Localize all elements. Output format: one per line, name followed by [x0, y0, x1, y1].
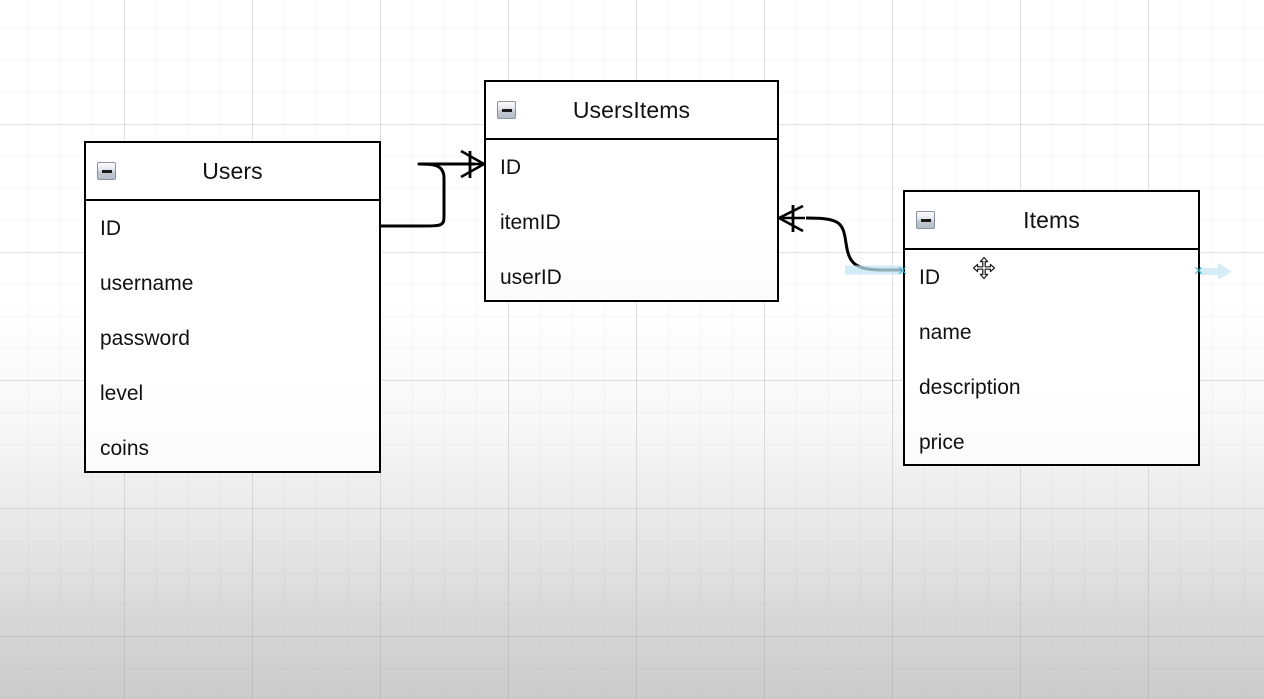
entity-users-header: Users [86, 143, 379, 201]
entity-usersitems[interactable]: UsersItems ID itemID userID [484, 80, 779, 302]
entity-usersitems-header: UsersItems [486, 82, 777, 140]
attribute-row[interactable]: price [919, 430, 965, 454]
entity-users-title: Users [202, 157, 263, 184]
attribute-row[interactable]: ID [500, 155, 521, 179]
connector-users-usersitems[interactable] [381, 149, 485, 228]
attribute-row[interactable]: coins [100, 436, 150, 460]
minus-collapse-icon[interactable] [916, 211, 935, 229]
attribute-row[interactable]: userID [500, 265, 562, 289]
attribute-row[interactable]: password [100, 326, 190, 350]
attribute-row[interactable]: name [919, 320, 972, 344]
attribute-row[interactable]: ID [919, 265, 940, 289]
items-right-glow-arrow-icon [1200, 263, 1232, 280]
entity-items-attributes: ID name description price [905, 250, 1198, 470]
entity-items[interactable]: Items ID name description price [903, 190, 1200, 466]
connector-usersitems-items[interactable] [778, 204, 902, 272]
attribute-row[interactable]: itemID [500, 210, 561, 234]
minus-collapse-icon[interactable] [497, 101, 516, 119]
crows-foot-usersitems-id [459, 149, 485, 179]
entity-items-header: Items [905, 192, 1198, 250]
attribute-row[interactable]: level [100, 381, 144, 405]
entity-usersitems-title: UsersItems [572, 96, 691, 123]
attribute-row[interactable]: description [919, 375, 1021, 399]
entity-users[interactable]: Users ID username password level coins [84, 141, 381, 473]
attribute-row[interactable]: username [100, 271, 194, 295]
entity-items-title: Items [1023, 206, 1080, 233]
entity-users-attributes: ID username password level coins [86, 201, 379, 476]
attribute-row[interactable]: ID [100, 216, 121, 240]
minus-collapse-icon[interactable] [97, 162, 116, 180]
entity-usersitems-attributes: ID itemID userID [486, 140, 777, 305]
crows-foot-usersitems-itemid [778, 204, 805, 233]
